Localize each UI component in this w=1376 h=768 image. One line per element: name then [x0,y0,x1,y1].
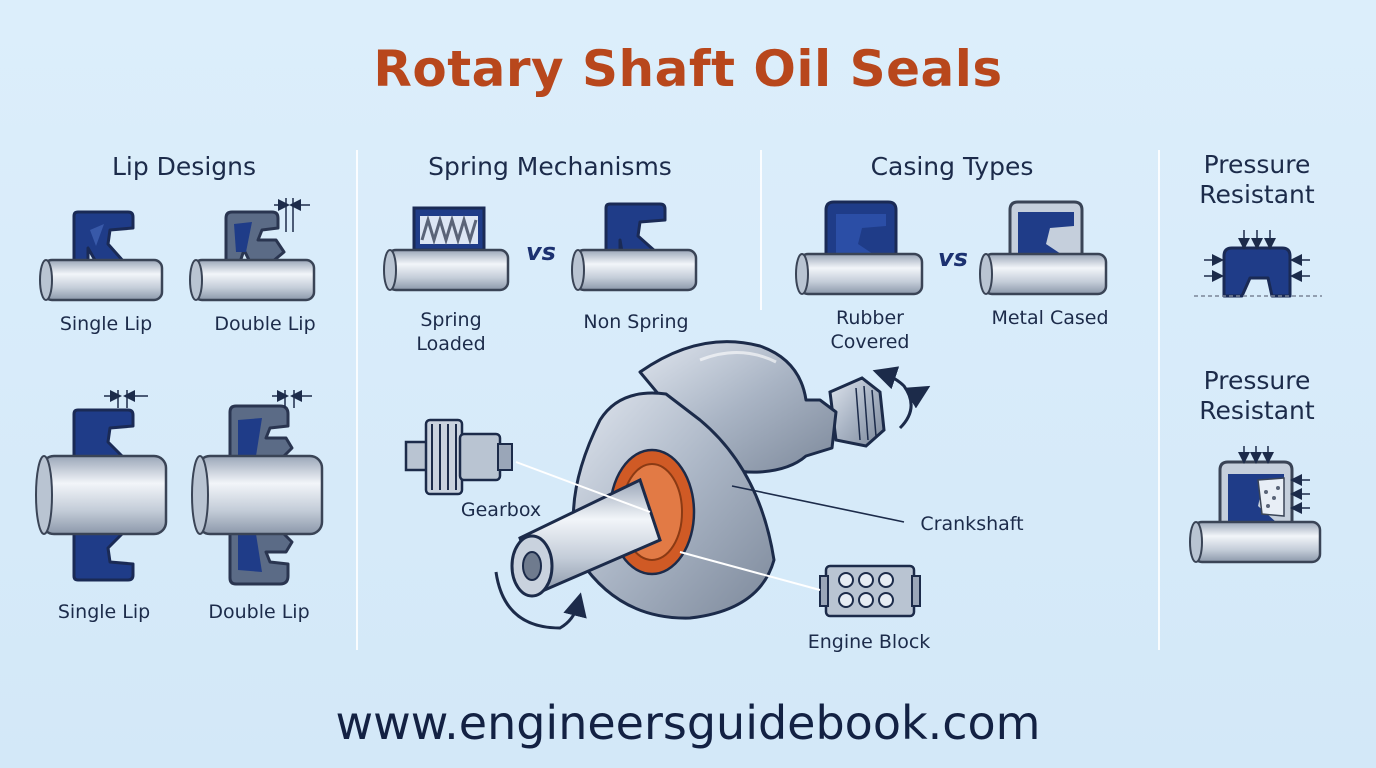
pressure-resistant-cased-seal-icon [1189,446,1322,564]
non-spring-label: Non Spring [583,311,689,333]
double-lip-label: Double Lip [214,313,316,335]
double-lip-label: Double Lip [208,601,310,623]
pressure-resistant-heading: Pressure Resistant [1199,150,1315,209]
spring-mechanisms-heading: Spring Mechanisms [428,152,672,181]
vs-label: vs [526,238,556,266]
single-lip-label: Single Lip [59,313,153,335]
vs-label: vs [938,244,968,272]
column-divider [1158,150,1160,650]
spring-loaded-label: Spring Loaded [416,309,486,355]
pressure-resistant-seal-icon [1194,230,1322,298]
column-divider [760,150,762,310]
pressure-resistant-heading: Pressure Resistant [1199,366,1315,425]
metal-cased-seal-icon [979,200,1108,296]
casing-types-heading: Casing Types [870,152,1034,181]
rubber-covered-label: Rubber Covered [830,307,910,353]
column-divider [356,150,358,650]
engine-block-label: Engine Block [807,631,931,653]
crankshaft-label: Crankshaft [920,513,1024,535]
footer-url: www.engineersguidebook.com [335,696,1041,750]
non-spring-seal-icon [571,202,698,292]
single-lip-seal-icon [39,210,164,302]
single-lip-section-icon [35,390,168,582]
metal-cased-label: Metal Cased [991,307,1109,329]
lip-designs-heading: Lip Designs [111,152,257,181]
double-lip-section-icon [191,390,324,586]
double-lip-seal-icon [189,198,316,302]
spring-loaded-seal-icon [383,206,510,292]
crankshaft-assembly-illustration [404,340,931,630]
rubber-covered-seal-icon [795,200,924,296]
page-title: Rotary Shaft Oil Seals [373,40,1003,98]
gearbox-label: Gearbox [460,499,542,521]
single-lip-label: Single Lip [57,601,151,623]
